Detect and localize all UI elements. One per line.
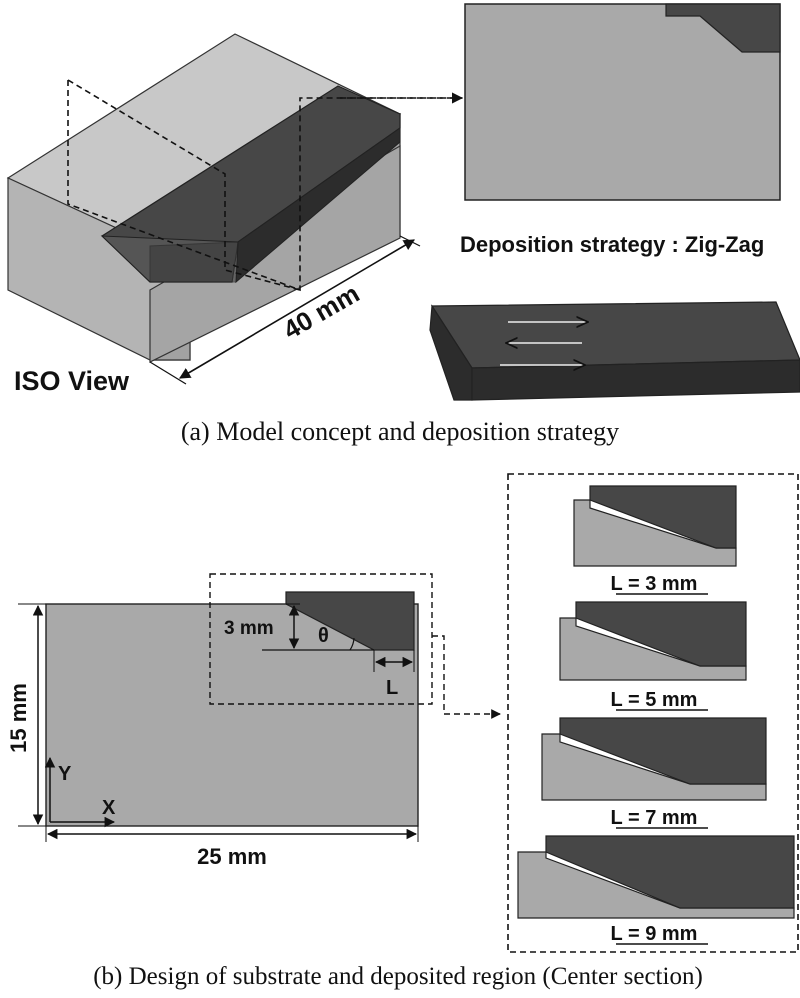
variant-l9-deposit [545,835,795,909]
y-axis-label: Y [58,763,72,785]
variants-box [507,473,799,953]
iso-view-block [6,33,464,363]
caption-a: (a) Model concept and deposition strateg… [181,417,619,446]
x-axis-label: X [102,797,116,819]
zigzag-bar-top [430,301,800,369]
variants-panel: L = 3 mm L = 5 mm L = 7 mm L = 9 mm [507,473,799,953]
strategy-label: Deposition strategy : Zig-Zag [460,232,764,257]
zigzag-bar-side [471,359,800,401]
variant-l3-deposit [589,485,737,549]
zigzag-bar-front [429,304,473,401]
zoom-box [209,573,433,705]
variant-l5: L = 5 mm [559,601,747,711]
variant-l7-label: L = 7 mm [611,807,698,829]
variant-l3: L = 3 mm [573,485,737,595]
variant-l9-label: L = 9 mm [611,923,698,945]
section-preview [464,3,781,201]
variant-l5-deposit [575,601,747,667]
variant-l3-label: L = 3 mm [611,573,698,595]
variant-l7: L = 7 mm [541,717,767,829]
width-label: 25 mm [197,844,267,869]
caption-b: (b) Design of substrate and deposited re… [93,963,703,990]
variant-l9: L = 9 mm [517,835,795,945]
section-deposit [665,3,781,53]
substrate-design: 3 mm θ L 15 mm 25 mm Y X [6,573,501,869]
height-label: 15 mm [6,683,31,753]
angle-label: θ [318,625,329,647]
depth-label: 3 mm [224,618,274,639]
zigzag-bar [429,301,800,401]
l-label: L [386,677,398,699]
length-dimension-line [179,239,415,379]
iso-view-label: ISO View [14,366,130,396]
variant-l5-label: L = 5 mm [611,689,698,711]
deposit-region [285,591,415,651]
variant-l7-deposit [559,717,767,785]
section-plane-lower [67,79,301,291]
zoom-leader [432,635,501,719]
angle-arc [349,637,355,651]
